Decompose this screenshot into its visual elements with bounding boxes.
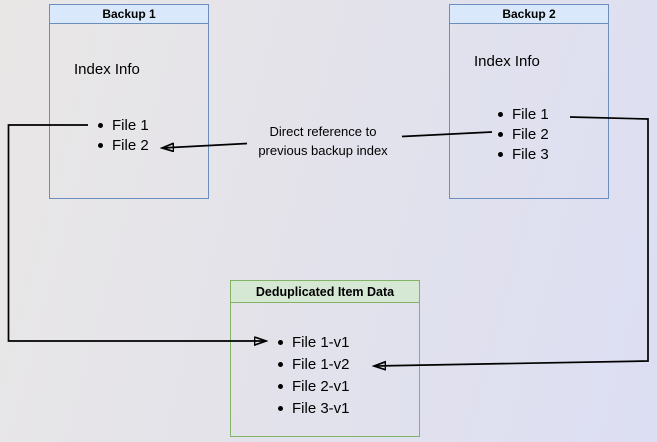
backup1-index-info-label: Index Info xyxy=(74,61,140,78)
dedup-title: Deduplicated Item Data xyxy=(231,281,419,303)
backup2-file-item: File 1 xyxy=(498,104,549,124)
bullet-dot-icon xyxy=(278,361,283,367)
file-label: File 1 xyxy=(512,105,549,123)
bullet-dot-icon xyxy=(278,383,283,389)
file-label: File 1-v2 xyxy=(292,355,350,373)
backup2-file-item: File 3 xyxy=(498,144,549,164)
backup2-title: Backup 2 xyxy=(450,5,608,24)
file-label: File 1 xyxy=(112,116,149,134)
dedup-file-item: File 1-v2 xyxy=(278,353,350,375)
file-label: File 2 xyxy=(512,125,549,143)
dedup-file-item: File 1-v1 xyxy=(278,331,350,353)
annotation-line1: Direct reference to xyxy=(269,124,377,139)
backup1-title: Backup 1 xyxy=(50,5,208,24)
backup1-node: Backup 1 Index Info File 1 File 2 xyxy=(49,4,209,199)
backup2-file-item: File 2 xyxy=(498,124,549,144)
bullet-dot-icon xyxy=(98,142,103,148)
backup2-index-info-label: Index Info xyxy=(474,53,540,70)
file-label: File 3 xyxy=(512,145,549,163)
annotation-label: Direct reference to previous backup inde… xyxy=(237,123,409,160)
file-label: File 2 xyxy=(112,136,149,154)
dedup-node: Deduplicated Item Data File 1-v1 File 1-… xyxy=(230,280,420,437)
backup1-file-item: File 1 xyxy=(98,115,149,135)
file-label: File 3-v1 xyxy=(292,399,350,417)
bullet-dot-icon xyxy=(498,151,503,157)
file-label: File 2-v1 xyxy=(292,377,350,395)
bullet-dot-icon xyxy=(498,131,503,137)
backup1-file-item: File 2 xyxy=(98,135,149,155)
file-label: File 1-v1 xyxy=(292,333,350,351)
annotation-line2: previous backup index xyxy=(258,142,388,158)
bullet-dot-icon xyxy=(278,339,283,345)
dedup-file-item: File 3-v1 xyxy=(278,397,350,419)
bullet-dot-icon xyxy=(98,122,103,128)
bullet-dot-icon xyxy=(278,405,283,411)
backup2-node: Backup 2 Index Info File 1 File 2 File 3 xyxy=(449,4,609,199)
bullet-dot-icon xyxy=(498,111,503,117)
dedup-file-item: File 2-v1 xyxy=(278,375,350,397)
